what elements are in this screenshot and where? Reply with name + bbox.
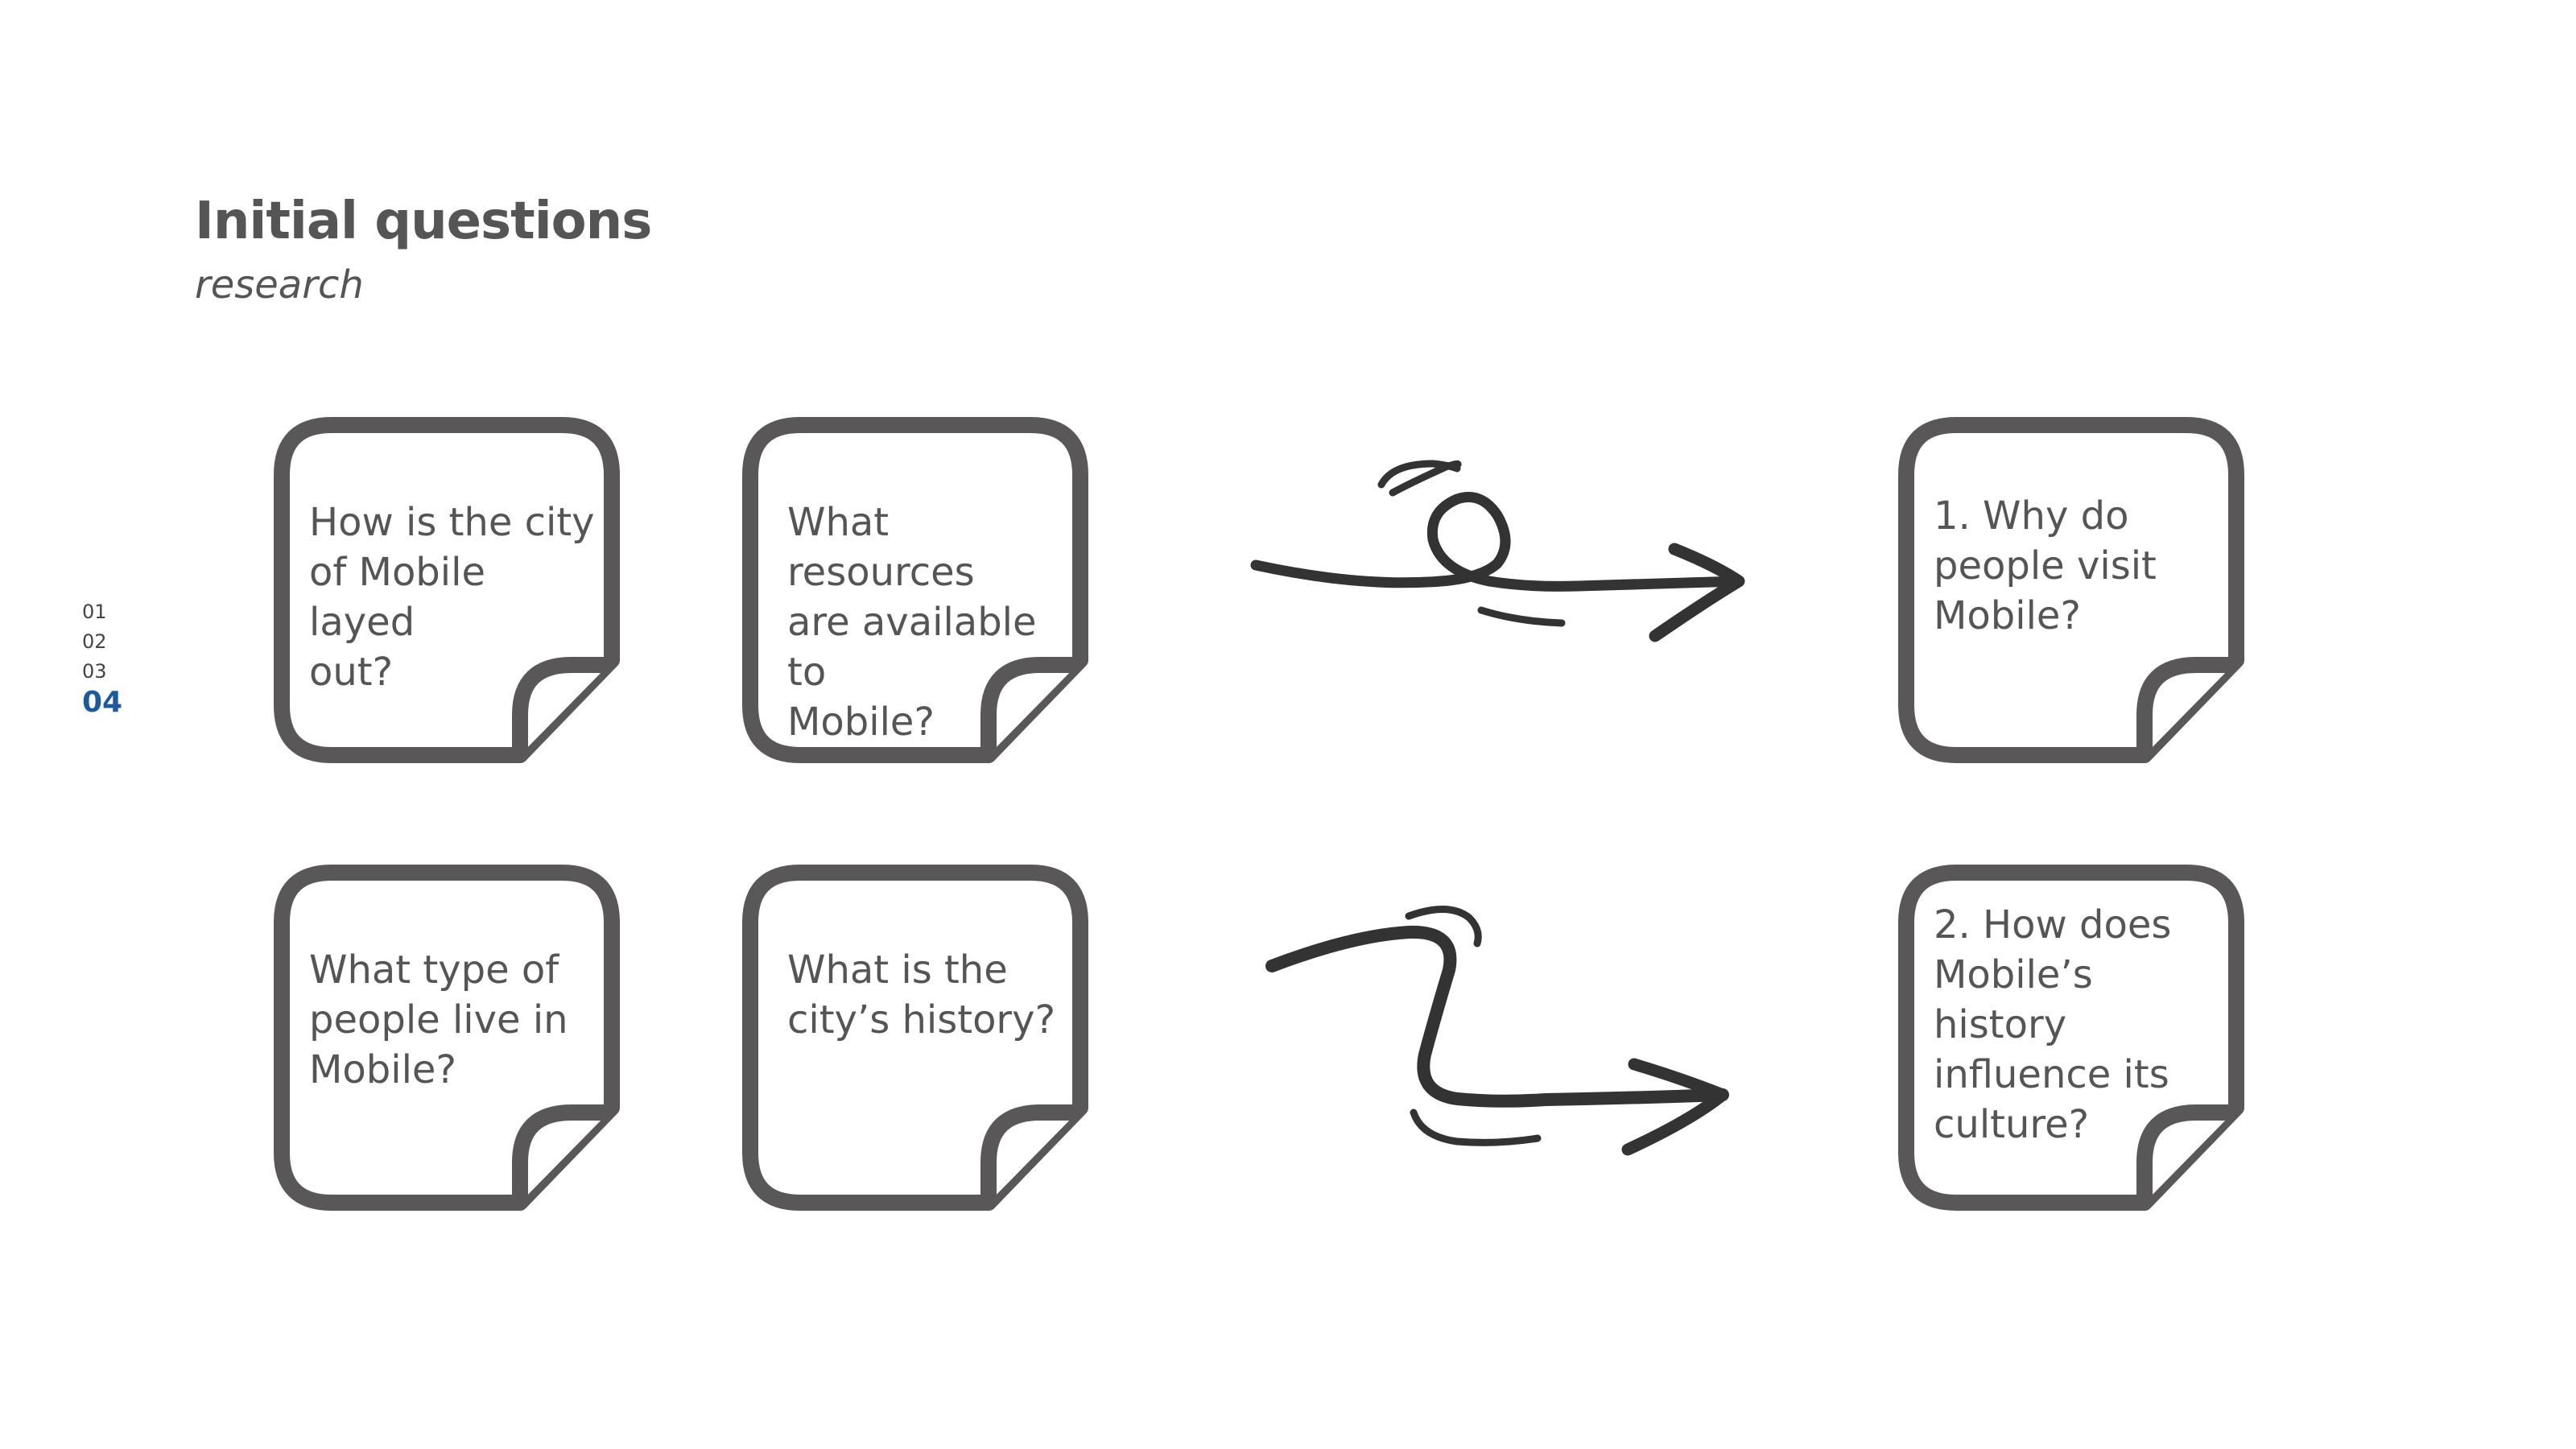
sticky-note-icon (274, 865, 620, 1211)
note-text: What is the city’s history? (787, 947, 1056, 1042)
page-nav-item-03[interactable]: 03 (82, 660, 107, 683)
sticky-note-icon (742, 865, 1088, 1211)
page-title: Initial questions (195, 192, 652, 251)
note-text: What type of people live in Mobile? (309, 947, 568, 1092)
sticky-note-icon (1898, 865, 2244, 1211)
sticky-note-icon (1898, 417, 2244, 763)
page-nav: 01 02 03 04 (82, 597, 122, 719)
sticky-note-resources: What resources are available to Mobile? (742, 417, 1090, 765)
sticky-note-history: What is the city’s history? (742, 865, 1090, 1212)
note-text: 2. How does Mobile’s history influence i… (1934, 902, 2172, 1147)
note-text: How is the city of Mobile layed out? (309, 500, 595, 695)
note-text: 1. Why do people visit Mobile? (1934, 493, 2157, 638)
note-text: What resources are available to Mobile? (787, 500, 1037, 745)
loop-arrow-icon (1250, 460, 1745, 642)
sticky-note-icon (274, 417, 620, 763)
sticky-note-why-visit: 1. Why do people visit Mobile? (1898, 417, 2246, 765)
sticky-note-icon (742, 417, 1088, 763)
sticky-note-people: What type of people live in Mobile? (274, 865, 621, 1212)
page-nav-item-01[interactable]: 01 (82, 601, 107, 623)
page-nav-item-04-active[interactable]: 04 (82, 686, 123, 719)
sticky-note-history-culture: 2. How does Mobile’s history influence i… (1898, 865, 2246, 1212)
curved-arrow-icon (1265, 906, 1729, 1156)
sticky-note-layout: How is the city of Mobile layed out? (274, 417, 621, 765)
page-subtitle: research (195, 262, 364, 308)
page-nav-item-02[interactable]: 02 (82, 630, 107, 653)
